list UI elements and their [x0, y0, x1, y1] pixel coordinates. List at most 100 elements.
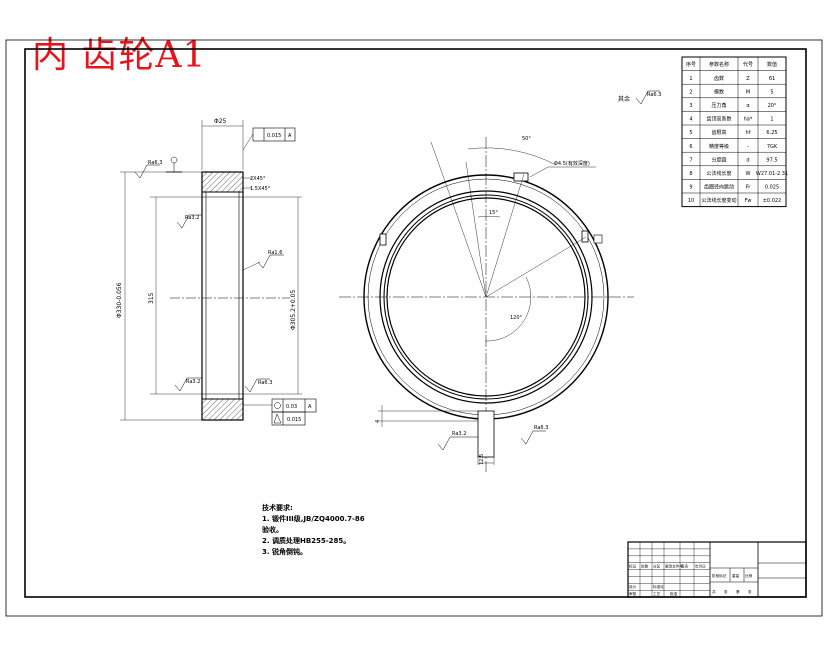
- title-block-label: 更改文件号: [665, 564, 683, 569]
- table-cell: 9: [689, 185, 692, 191]
- table-cell: -: [747, 144, 749, 150]
- table-cell: 10: [688, 198, 694, 204]
- parameter-table: 序号 参数名称 代号 数值 1 齿数 Z 61 2 模数 M 5 3 压力角 α 20° 4 齿顶高系数 ha* 1 5…: [681, 56, 788, 208]
- table-cell: 8: [689, 171, 692, 177]
- table-cell: 3: [689, 103, 692, 109]
- chamfer-1: 2X45°: [250, 176, 266, 182]
- ra-inner-bottom: Ra3.2: [186, 379, 200, 385]
- table-cell: 齿顶高系数: [706, 116, 731, 123]
- outer-dia-dim: Φ330-0.056: [116, 282, 123, 318]
- title-block-label: 处数: [641, 564, 649, 569]
- table-cell: 6: [689, 144, 692, 150]
- roughness-all-label: 其余: [618, 95, 630, 103]
- title-block-label: 标准化: [653, 584, 664, 589]
- title-block-label: 共: [712, 589, 716, 594]
- table-cell: 模数: [714, 88, 724, 95]
- table-cell: Z: [746, 76, 750, 82]
- table-cell: W: [746, 171, 751, 177]
- table-cell: 61: [769, 76, 775, 82]
- ra-right-bottom: Ra6.3: [258, 380, 272, 386]
- table-header-cell: 序号: [686, 61, 696, 68]
- top-width-dim: Φ25: [214, 118, 227, 125]
- inner-dia-dim: 315: [148, 292, 155, 304]
- table-cell: 20°: [768, 103, 777, 109]
- table-cell: 齿数: [714, 75, 724, 82]
- tech-heading: 技术要求:: [262, 504, 293, 512]
- table-cell: d: [746, 157, 749, 163]
- title-block-label: 第: [736, 589, 740, 594]
- front-view: 15° 50° 120° Φ4.5(有效深度) 4 12.5 Ra3.2 Ra6…: [339, 136, 634, 472]
- table-cell: 7GK: [767, 144, 778, 150]
- table-cell: Fr: [746, 185, 752, 191]
- flatness-value: 0.015: [267, 133, 281, 139]
- table-cell: α: [746, 103, 750, 109]
- table-cell: hf: [746, 130, 751, 136]
- slot-depth: 4: [375, 420, 381, 423]
- table-cell: ±0.022: [763, 198, 782, 204]
- title-block-label: 签名: [681, 564, 689, 569]
- table-cell: W27.01-2.31: [756, 171, 788, 177]
- runout-value: 0.03: [286, 404, 297, 410]
- perp-value: 0.015: [287, 417, 301, 423]
- table-cell: 97.5: [766, 157, 777, 163]
- table-cell: 齿根高: [711, 129, 726, 136]
- table-header-cell: 代号: [743, 61, 753, 68]
- table-cell: 4: [689, 117, 692, 123]
- title-block-label: 分区: [653, 564, 661, 569]
- table-header-cell: 数值: [767, 61, 777, 68]
- sheet-inner-border: [24, 48, 807, 598]
- angle-120: 120°: [510, 315, 523, 321]
- ra-top-left: Ra6.3: [148, 160, 162, 166]
- tech-requirements: 技术要求: 1. 锻件III级,JB/ZQ4000.7-86 验收。 2. 调质…: [262, 503, 365, 558]
- title-block-label: 批准: [670, 591, 678, 596]
- table-cell: Fw: [745, 198, 752, 204]
- tech-item-2: 2. 调质处理HB255-285。: [262, 537, 351, 545]
- table-cell: 5: [770, 89, 773, 95]
- title-block-label: 审核: [629, 591, 637, 596]
- title-block-label: 标记: [629, 564, 637, 569]
- section-view: Φ25 0.015 A Ra6.3 2X45° 1.5X45° Ra3.2 Ra…: [116, 118, 317, 426]
- flatness-ref: A: [288, 133, 292, 139]
- runout-ref: A: [308, 404, 312, 410]
- slot-width: 12.5: [479, 454, 485, 465]
- angle-50: 50°: [522, 136, 531, 142]
- table-cell: 7: [689, 157, 692, 163]
- ra-slot-right: Ra6.3: [534, 425, 548, 431]
- drawing-title: 内 齿轮A1: [32, 35, 207, 76]
- table-cell: 1: [689, 76, 692, 82]
- title-block-label: 张: [724, 589, 728, 594]
- roughness-all-value: Ra6.3: [647, 92, 661, 98]
- title-block-label: 重量: [732, 573, 740, 578]
- table-cell: 精度等级: [709, 143, 729, 150]
- title-block-label: 工艺: [653, 591, 661, 596]
- tech-item-1: 1. 锻件III级,JB/ZQ4000.7-86: [262, 515, 365, 523]
- title-block-label: 设计: [629, 584, 637, 589]
- title-block-label: 比例: [745, 573, 753, 578]
- title-block-label: 阶段标记: [712, 573, 727, 578]
- table-cell: 齿圈径向跳动: [704, 184, 734, 191]
- table-cell: 0.025: [765, 185, 779, 191]
- sheet-outer-border: [5, 39, 823, 617]
- title-block-label: 年月日: [695, 564, 706, 569]
- ra-slot-left: Ra3.2: [452, 431, 466, 437]
- table-header-cell: 参数名称: [709, 61, 729, 68]
- table-cell: 公法线长度变动: [701, 197, 736, 204]
- table-cell: 5: [689, 130, 692, 136]
- parameter-table-border: [681, 56, 787, 208]
- ra-right-mid: Ra1.6: [268, 250, 282, 256]
- table-cell: 6.25: [766, 130, 777, 136]
- table-cell: 公法线长度: [706, 170, 731, 177]
- title-block: 标记处数分区更改文件号签名 年月日设计 标准化 阶段标记重量比例审核 工艺 批准 共 张 第 张: [627, 541, 807, 598]
- table-cell: 1: [770, 117, 773, 123]
- angle-15: 15°: [489, 210, 498, 216]
- table-cell: 压力角: [711, 102, 726, 109]
- pitch-dia-dim: Φ305.2+0.05: [290, 290, 297, 330]
- chamfer-2: 1.5X45°: [250, 186, 271, 192]
- table-cell: M: [746, 89, 750, 95]
- table-cell: ha*: [744, 117, 753, 123]
- ra-inner-top: Ra3.2: [185, 215, 199, 221]
- table-cell: 分度圆: [711, 156, 726, 163]
- table-cell: 2: [689, 89, 692, 95]
- title-block-label: 张: [748, 589, 752, 594]
